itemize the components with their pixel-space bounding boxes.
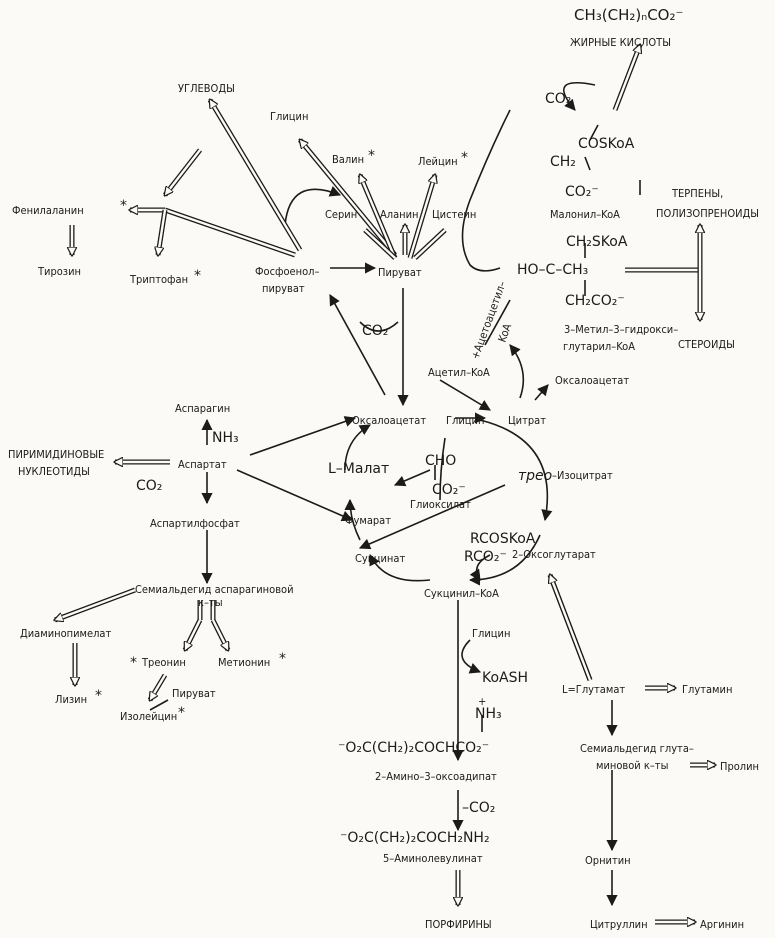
phenylalanine: Фенилаланин <box>12 204 84 217</box>
pyrimidine-line2: НУКЛЕОТИДЫ <box>18 465 90 478</box>
oxaloacetate: Оксалоацетат <box>352 414 426 427</box>
coskoa-group: COSKoA <box>578 136 635 152</box>
node-labels: CH₃(CH₂)ₙCO₂⁻ ЖИРНЫЕ КИСЛОТЫ CO₂ COSKoA … <box>8 6 759 931</box>
valine: Валин <box>332 153 364 166</box>
succinate: Сукцинат <box>355 552 405 565</box>
isocitrate: –Изоцитрат <box>552 469 613 482</box>
pep-line1: Фосфоенол– <box>255 265 319 278</box>
ch2-malonyl: CH₂ <box>550 154 576 170</box>
fatty-acids-formula: CH₃(CH₂)ₙCO₂⁻ <box>574 6 683 24</box>
nh3-plus-sign: + <box>478 695 486 708</box>
proline: Пролин <box>720 760 759 773</box>
terpenes: ТЕРПЕНЫ, <box>671 187 723 200</box>
co2-top: CO₂ <box>545 91 571 107</box>
co2-glyoxylate: CO₂⁻ <box>432 482 466 498</box>
tyrosine: Тирозин <box>37 265 81 278</box>
isoleucine: Изолейцин <box>120 710 177 723</box>
acetoacetyl-coa-suffix: KoA <box>496 322 515 344</box>
nh3-amino: NH₃ <box>475 706 502 722</box>
co2-malonyl: CO₂⁻ <box>565 184 599 200</box>
malonyl-coa: Малонил–KoA <box>550 208 620 221</box>
glycine-low: Глицин <box>472 627 510 640</box>
pyrimidine-line1: ПИРИМИДИНОВЫЕ <box>8 448 104 461</box>
tryptophan: Триптофан <box>129 273 188 286</box>
serine: Серин <box>325 208 357 221</box>
glutamate: L=Глутамат <box>562 683 625 696</box>
essential-mark-tryptophan: * <box>194 268 201 284</box>
cho-group: CHO <box>425 453 456 469</box>
co2-aspartate: CO₂ <box>136 478 162 494</box>
glycine-mid: Глицин <box>446 414 484 427</box>
citrate: Цитрат <box>508 414 546 427</box>
semialdehyde-asp-line2: к–ты <box>198 596 223 609</box>
aspartate: Аспартат <box>178 458 227 471</box>
ch2co2-group: CH₂CO₂⁻ <box>565 293 625 309</box>
essential-markers: * * * * * * * * <box>95 148 468 721</box>
nh3: NH₃ <box>212 430 239 446</box>
fumarate: Фумарат <box>345 514 391 527</box>
methionine: Метионин <box>218 656 270 669</box>
essential-mark-leucine: * <box>461 150 468 166</box>
co2-minus: –CO₂ <box>462 800 495 816</box>
glycine-top: Глицин <box>270 110 308 123</box>
ornithine: Орнитин <box>585 854 631 867</box>
essential-mark-threonine: * <box>130 655 137 671</box>
leucine: Лейцин <box>418 155 458 168</box>
polyisoprenoids: ПОЛИЗОПРЕНОИДЫ <box>656 207 759 220</box>
semialdehyde-glu-line1: Семиальдегид глута– <box>580 742 694 755</box>
essential-mark-isoleucine: * <box>178 705 185 721</box>
fatty-acids-label: ЖИРНЫЕ КИСЛОТЫ <box>570 36 671 49</box>
alanine: Аланин <box>380 208 419 221</box>
co2-mid: CO₂ <box>362 323 388 339</box>
porphyrins: ПОРФИРИНЫ <box>425 918 492 931</box>
aspartyl-phosphate: Аспартилфосфат <box>150 517 240 530</box>
hmg-coa-line2: глутарил–KoA <box>563 340 635 353</box>
semialdehyde-asp-line1: Семиальдегид аспарагиновой <box>135 583 294 596</box>
pep-line2: пируват <box>262 282 305 295</box>
glutamine: Глутамин <box>682 683 732 696</box>
pyruvate-small: Пируват <box>172 687 216 700</box>
citrulline: Цитруллин <box>590 918 648 931</box>
cysteine: Цистеин <box>432 208 476 221</box>
glyoxylate: Глиоксилат <box>410 498 471 511</box>
arginine: Аргинин <box>700 918 744 931</box>
lysine: Лизин <box>55 693 87 706</box>
oxoglutarate: 2–Оксоглутарат <box>512 548 596 561</box>
oxaloacetate-right: Оксалоацетат <box>555 374 629 387</box>
pyruvate: Пируват <box>378 266 422 279</box>
amino-oxoadipate-formula: ⁻O₂C(CH₂)₂COCHCO₂⁻ <box>338 740 489 756</box>
essential-mark-lysine: * <box>95 688 102 704</box>
koash: KoASH <box>482 670 528 686</box>
ala-formula: ⁻O₂C(CH₂)₂COCH₂NH₂ <box>340 830 490 846</box>
diaminopimelate: Диаминопимелат <box>20 627 111 640</box>
open-arrows <box>55 45 715 922</box>
aminolevulinate: 5–Аминолевулинат <box>383 852 483 865</box>
l-malate: L–Малат <box>328 461 389 477</box>
essential-mark-phenylalanine: * <box>120 198 127 214</box>
acetyl-coa: Ацетил–KoA <box>428 366 490 379</box>
amino-oxoadipate: 2–Амино–3–оксоадипат <box>375 770 497 783</box>
threonine: Треонин <box>141 656 186 669</box>
rcoskoa: RCOSKoA <box>470 531 536 547</box>
carbohydrates: УГЛЕВОДЫ <box>178 82 235 95</box>
essential-mark-methionine: * <box>279 651 286 667</box>
semialdehyde-glu-line2: миновой к–ты <box>596 759 668 772</box>
hmg-coa-line1: 3–Метил–3–гидрокси– <box>564 323 678 336</box>
structure-bonds <box>434 124 599 732</box>
ch2skoa-group: CH₂SKoA <box>566 234 628 250</box>
acetoacetyl-coa: +Ацетоацетил– <box>469 279 509 361</box>
essential-mark-valine: * <box>368 148 375 164</box>
steroids: СТЕРОИДЫ <box>678 338 735 351</box>
connector-arrows <box>149 81 641 907</box>
threo-prefix: трео <box>518 468 552 484</box>
asparagine: Аспарагин <box>175 402 230 415</box>
succinyl-coa: Сукцинил–KoA <box>424 587 499 600</box>
ho-c-ch3-group: HO–C–CH₃ <box>517 262 588 278</box>
rco2: RCO₂⁻ <box>464 549 507 565</box>
